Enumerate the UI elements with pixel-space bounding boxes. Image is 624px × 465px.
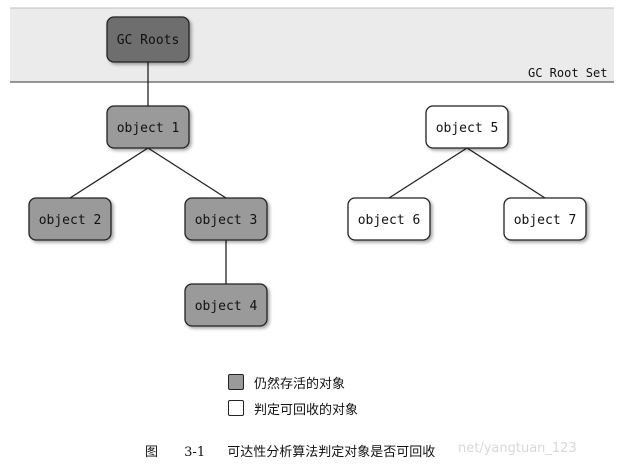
node-object-2: object 2 bbox=[28, 197, 112, 241]
legend-item-alive: 仍然存活的对象 bbox=[228, 371, 345, 393]
node-object-4-label: object 4 bbox=[195, 299, 258, 314]
caption-text: 可达性分析算法判定对象是否可回收 bbox=[227, 445, 436, 460]
caption-number: 3-1 bbox=[184, 445, 206, 460]
caption-prefix: 图 bbox=[145, 445, 159, 460]
root-set-label: GC Root Set bbox=[528, 66, 607, 80]
node-object-1-label: object 1 bbox=[117, 121, 180, 136]
node-object-6-label: object 6 bbox=[358, 213, 421, 228]
node-gc-roots-label: GC Roots bbox=[117, 33, 180, 48]
figure-caption: 图 3-1 可达性分析算法判定对象是否可回收 bbox=[145, 441, 435, 460]
edge-object5-object6 bbox=[388, 147, 468, 199]
legend-item-collectable: 判定可回收的对象 bbox=[228, 397, 358, 419]
node-object-6: object 6 bbox=[347, 197, 431, 241]
legend-swatch-collectable bbox=[228, 400, 244, 416]
edge-object5-object7 bbox=[466, 147, 546, 199]
legend-label-collectable: 判定可回收的对象 bbox=[254, 402, 359, 418]
node-object-3-label: object 3 bbox=[195, 213, 258, 228]
node-object-5-label: object 5 bbox=[436, 121, 499, 136]
node-object-1: object 1 bbox=[106, 105, 190, 149]
node-object-7-label: object 7 bbox=[514, 213, 577, 228]
node-object-5: object 5 bbox=[425, 105, 509, 149]
watermark: net/yangtuan_123 bbox=[458, 441, 577, 456]
node-object-2-label: object 2 bbox=[39, 213, 102, 228]
legend-label-alive: 仍然存活的对象 bbox=[254, 376, 346, 392]
edge-object1-object3 bbox=[147, 147, 227, 199]
node-object-3: object 3 bbox=[184, 197, 268, 241]
reference-edges bbox=[69, 62, 546, 284]
legend-swatch-alive bbox=[228, 374, 244, 390]
node-object-4: object 4 bbox=[184, 283, 268, 327]
node-gc-roots: GC Roots bbox=[106, 16, 190, 63]
node-object-7: object 7 bbox=[503, 197, 587, 241]
root-set-band bbox=[10, 8, 614, 82]
edge-object1-object2 bbox=[69, 147, 149, 199]
